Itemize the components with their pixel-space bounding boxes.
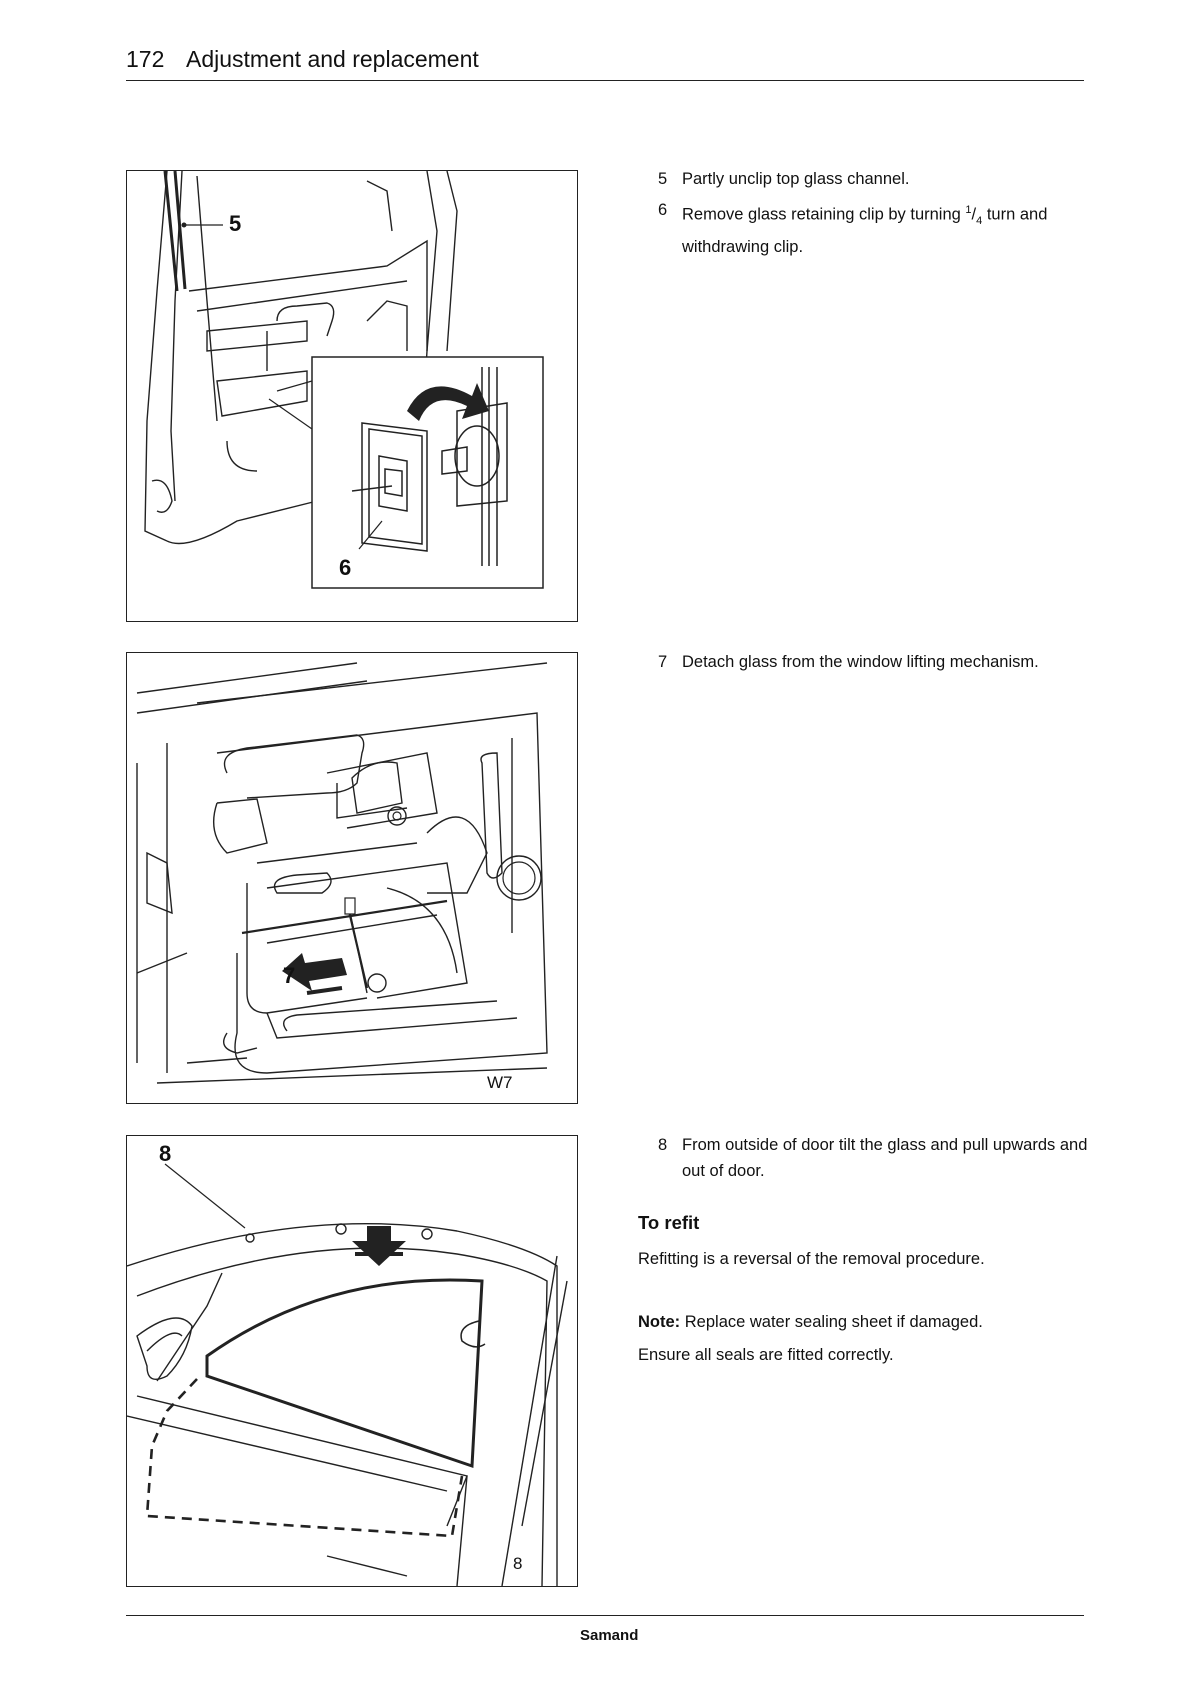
step-number: 6	[658, 201, 668, 219]
note-label: Note:	[638, 1313, 681, 1331]
step-text: Remove glass retaining clip by turning 1…	[682, 204, 1048, 256]
page-title: Adjustment and replacement	[186, 46, 479, 72]
callout-5: 5	[229, 211, 242, 236]
figure-code-w7: W7	[487, 1073, 513, 1092]
window-glass	[205, 1278, 484, 1469]
step-number: 8	[658, 1136, 668, 1154]
refit-heading: To refit	[638, 1212, 700, 1233]
figure-remove-glass: 8 8	[126, 1135, 578, 1587]
lift-clip	[344, 897, 356, 915]
callout-7: 7	[283, 963, 296, 988]
refit-note: Note: Replace water sealing sheet if dam…	[638, 1313, 983, 1332]
door-outer-glass-drawing	[127, 1163, 568, 1586]
figure-detach-glass: 7 W7	[126, 652, 578, 1104]
callout-6: 6	[339, 555, 352, 580]
door-inner-panel-drawing	[144, 171, 544, 589]
door-panel-lifting-drawing	[136, 662, 548, 1084]
page-header: 172 Adjustment and replacement	[126, 44, 1084, 81]
step-text: Detach glass from the window lifting mec…	[682, 653, 1039, 671]
footer-rule	[126, 1615, 1084, 1616]
footer-brand: Samand	[580, 1627, 639, 1644]
step-number: 7	[658, 653, 668, 671]
push-arrow-icon	[282, 953, 347, 991]
page-number: 172	[126, 46, 165, 72]
refit-text: Refitting is a reversal of the removal p…	[638, 1250, 985, 1268]
up-arrow-icon	[352, 1226, 406, 1266]
step-number: 5	[658, 170, 668, 188]
figure-glass-clip-removal: 5 6	[126, 170, 578, 622]
callout-8: 8	[159, 1141, 172, 1166]
note-text: Replace water sealing sheet if damaged.	[680, 1313, 983, 1331]
refit-ensure: Ensure all seals are fitted correctly.	[638, 1346, 894, 1364]
step-text: From outside of door tilt the glass and …	[682, 1136, 1088, 1180]
step-text: Partly unclip top glass channel.	[682, 170, 910, 188]
glass-outline-dashed	[145, 1378, 464, 1538]
figure-code-8: 8	[513, 1554, 523, 1573]
rotate-arrow-icon	[407, 383, 489, 421]
